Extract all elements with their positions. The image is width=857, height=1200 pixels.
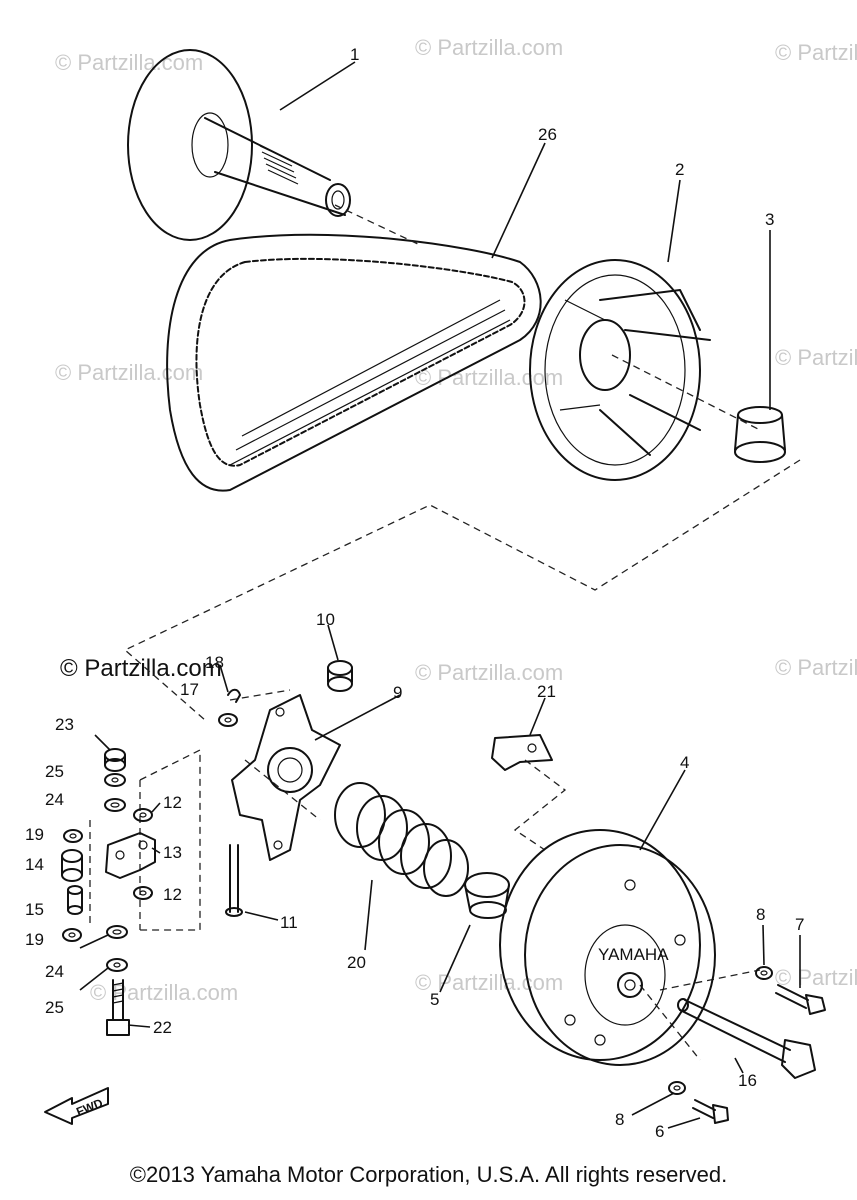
callout-8: 8 xyxy=(615,1110,624,1129)
callout-23: 23 xyxy=(55,715,74,734)
copyright-notice: ©2013 Yamaha Motor Corporation, U.S.A. A… xyxy=(129,1162,728,1187)
callout-25: 25 xyxy=(45,998,64,1017)
callout-9: 9 xyxy=(393,683,402,702)
part-7-bolt xyxy=(775,984,826,1015)
callout-2: 2 xyxy=(675,160,684,179)
watermarks: © Partzilla.com © Partzilla.com © Partzi… xyxy=(55,35,857,1005)
part-8-washer xyxy=(668,1081,686,1095)
part-25-washer xyxy=(104,773,126,787)
part-9-spider xyxy=(231,694,341,861)
part-19-washer xyxy=(62,928,82,942)
drum-emblem: YAMAHA xyxy=(598,945,669,964)
callout-24: 24 xyxy=(45,790,64,809)
part-21-weight-arm xyxy=(491,734,553,771)
part-19-washer xyxy=(63,829,83,843)
part-25-washer xyxy=(106,958,128,972)
part-8-washer xyxy=(755,966,773,980)
callout-12: 12 xyxy=(163,793,182,812)
callout-5: 5 xyxy=(430,990,439,1009)
part-24-washer xyxy=(106,925,128,939)
part-2-movable-sheave xyxy=(529,259,711,481)
fwd-label: FWD xyxy=(74,1096,105,1119)
part-12-washer xyxy=(133,886,153,900)
part-14-roller xyxy=(61,849,83,882)
callout-21: 21 xyxy=(537,682,556,701)
part-12-washer xyxy=(133,808,153,822)
part-4-drum: YAMAHA xyxy=(499,829,716,1066)
callout-26: 26 xyxy=(538,125,557,144)
watermark: © Partzilla.com xyxy=(415,35,563,60)
callout-22: 22 xyxy=(153,1018,172,1037)
callout-15: 15 xyxy=(25,900,44,919)
callout-3: 3 xyxy=(765,210,774,229)
part-17-washer xyxy=(218,713,238,727)
part-13-weight xyxy=(105,832,156,879)
watermark: © Partzilla.com xyxy=(415,660,563,685)
callout-19: 19 xyxy=(25,930,44,949)
callout-10: 10 xyxy=(316,610,335,629)
callout-19: 19 xyxy=(25,825,44,844)
watermark: © Partzilla.com xyxy=(775,965,857,990)
part-18-cotter-pin xyxy=(227,688,241,703)
watermark: © Partzilla.com xyxy=(415,365,563,390)
part-23-nut xyxy=(104,748,126,772)
part-20-spring xyxy=(334,782,469,897)
part-10-bolt xyxy=(327,660,353,692)
watermark: © Partzilla.com xyxy=(55,50,203,75)
part-6-bolt xyxy=(692,1099,729,1124)
callout-20: 20 xyxy=(347,953,366,972)
part-1-fixed-sheave xyxy=(127,49,351,241)
part-22-bolt xyxy=(106,979,130,1036)
callout-8: 8 xyxy=(756,905,765,924)
part-26-v-belt xyxy=(166,233,542,492)
watermark: © Partzilla.com xyxy=(775,345,857,370)
callout-7: 7 xyxy=(795,915,804,934)
part-15-collar xyxy=(67,885,83,915)
callout-18: 18 xyxy=(205,653,224,672)
part-3-bushing xyxy=(734,406,786,463)
callout-25: 25 xyxy=(45,762,64,781)
callout-16: 16 xyxy=(738,1071,757,1090)
watermark: © Partzilla.com xyxy=(775,655,857,680)
part-5-collar xyxy=(464,872,510,919)
callout-24: 24 xyxy=(45,962,64,981)
callout-4: 4 xyxy=(680,753,689,772)
part-16-long-bolt xyxy=(677,998,816,1079)
watermark: © Partzilla.com xyxy=(775,40,857,65)
callout-14: 14 xyxy=(25,855,44,874)
callout-1: 1 xyxy=(350,45,359,64)
callouts: 1 2 3 4 5 6 7 8 8 9 10 11 12 12 13 14 15… xyxy=(25,45,804,1141)
part-24-washer xyxy=(104,798,126,812)
callout-11: 11 xyxy=(280,913,298,932)
callout-6: 6 xyxy=(655,1122,664,1141)
assembly-lines xyxy=(89,204,801,1061)
watermark-primary: © Partzilla.com xyxy=(60,655,222,682)
leader-lines xyxy=(79,61,801,1129)
callout-13: 13 xyxy=(163,843,182,862)
fwd-arrow: FWD xyxy=(44,1087,109,1125)
callout-17: 17 xyxy=(180,680,199,699)
watermark: © Partzilla.com xyxy=(55,360,203,385)
part-11-pin xyxy=(225,844,243,917)
callout-12: 12 xyxy=(163,885,182,904)
